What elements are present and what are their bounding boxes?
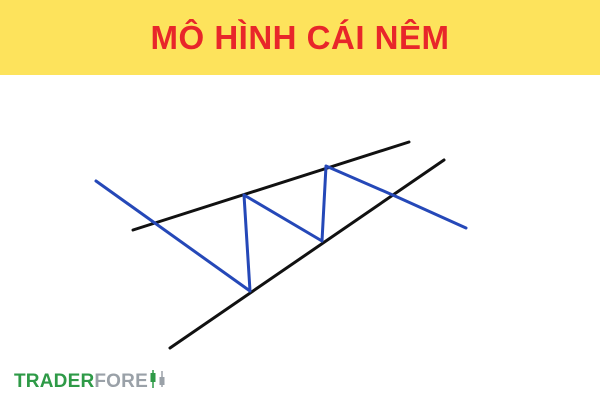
candlestick-x-icon bbox=[149, 369, 167, 395]
brand-logo: TRADER FORE bbox=[14, 369, 167, 395]
price-path bbox=[94, 164, 468, 293]
title-banner: MÔ HÌNH CÁI NÊM bbox=[0, 0, 600, 75]
upper-trendline bbox=[131, 140, 411, 232]
lower-trendline bbox=[168, 158, 446, 350]
page-title: MÔ HÌNH CÁI NÊM bbox=[150, 18, 450, 56]
logo-text-trader: TRADER bbox=[14, 371, 95, 392]
logo-text-fore: FORE bbox=[94, 371, 148, 392]
